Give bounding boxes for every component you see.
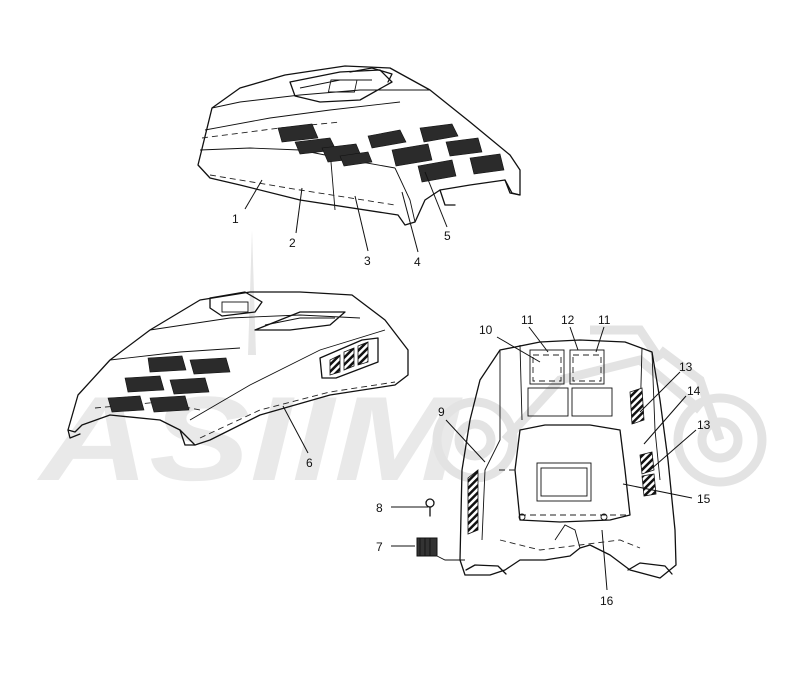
callout-10: 10 [479, 323, 493, 337]
callout-1: 1 [232, 212, 239, 226]
callout-16: 16 [600, 594, 614, 608]
hood-top-view [197, 65, 521, 226]
callout-12: 12 [561, 313, 575, 327]
callout-3: 3 [364, 254, 371, 268]
callout-7: 7 [376, 540, 383, 554]
callout-13-bottom: 13 [697, 418, 711, 432]
callout-9: 9 [438, 405, 445, 419]
hood-side-view [67, 291, 409, 446]
callout-8: 8 [376, 501, 383, 515]
motorcycle-icon [432, 325, 767, 487]
fastener-part-7 [416, 537, 465, 561]
callout-6: 6 [306, 456, 313, 470]
callout-4: 4 [414, 255, 421, 269]
hood-front-view [416, 339, 677, 579]
callout-5: 5 [444, 229, 451, 243]
callout-14: 14 [687, 384, 701, 398]
callout-11-left: 11 [521, 313, 534, 327]
callout-15: 15 [697, 492, 711, 506]
watermark: ASIIM [36, 230, 767, 506]
callout-11-right: 11 [598, 313, 611, 327]
fastener-part-8 [425, 498, 435, 517]
leader-lines [244, 171, 697, 591]
callout-13-top: 13 [679, 360, 693, 374]
callout-labels: 1 2 3 4 5 6 7 8 9 10 11 12 11 13 14 13 1… [232, 212, 711, 608]
watermark-text: ASIIM [36, 372, 464, 506]
callout-2: 2 [289, 236, 296, 250]
